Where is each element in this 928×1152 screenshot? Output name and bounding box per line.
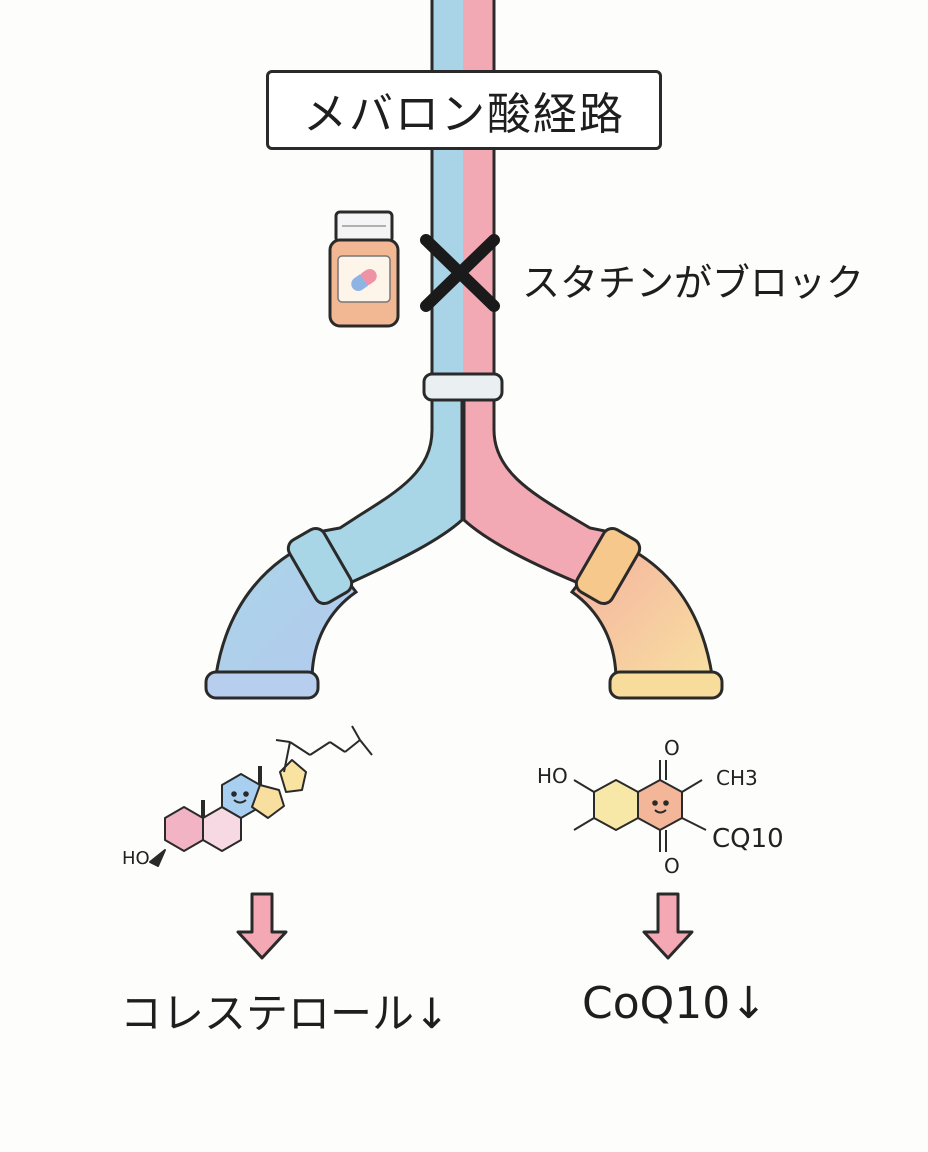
statin-block-label: スタチンがブロック (522, 261, 865, 305)
pathway-title: メバロン酸経路 (266, 70, 662, 150)
cholesterol-decrease-label: コレステロール↓ (120, 989, 450, 1038)
coq10-decrease-label: CoQ10↓ (582, 978, 768, 1029)
right-down-arrow-icon (642, 892, 694, 960)
block-x-icon (420, 234, 500, 312)
left-down-arrow-icon (236, 892, 288, 960)
coq10-ho-label: HO (537, 764, 568, 788)
junction-collar (422, 372, 504, 402)
coq10-molecule (573, 760, 707, 852)
coq10-oxygen-bottom-label: O (664, 854, 680, 878)
cholesterol-molecule (149, 725, 373, 867)
main-pipe (430, 0, 496, 378)
left-branch-pipe (315, 398, 464, 584)
left-elbow-pipe (204, 526, 359, 700)
coq10-cq10-label: CQ10 (712, 824, 784, 854)
right-elbow-pipe (569, 526, 724, 700)
cholesterol-ho-label: HO (122, 848, 150, 869)
pill-bottle-icon (328, 210, 400, 328)
coq10-ch3-label: CH3 (716, 766, 758, 790)
coq10-oxygen-top-label: O (664, 736, 680, 760)
right-branch-pipe (462, 398, 613, 584)
